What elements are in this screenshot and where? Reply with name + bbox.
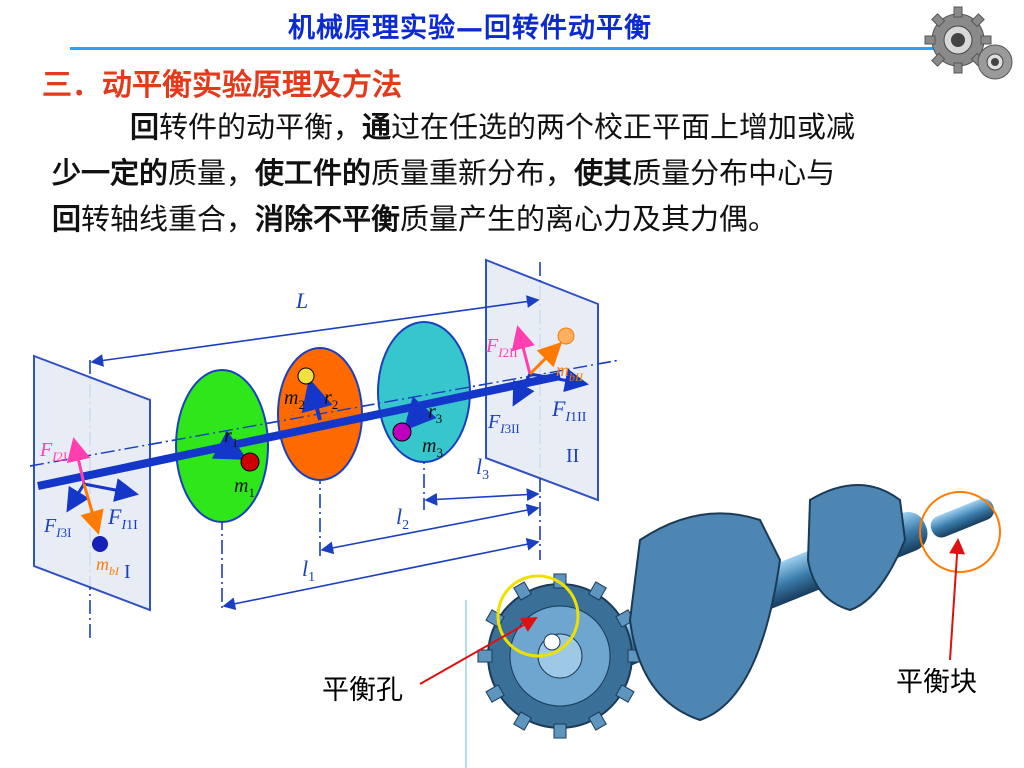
label-m3: m3	[422, 435, 443, 460]
label-F-I1I: FI1I	[107, 504, 138, 533]
crank-web-2	[806, 484, 907, 612]
label-l1: l1	[302, 556, 315, 585]
dim-l1	[222, 537, 540, 611]
label-l3: l3	[476, 454, 489, 483]
mass-m3	[392, 422, 412, 442]
r2-arrow	[301, 378, 333, 421]
paragraph-line-3: 回转轴线重合，消除不平衡质量产生的离心力及其力偶。	[52, 202, 778, 236]
r1-arrow	[211, 430, 248, 460]
paragraph-line-2: 少一定的质量，使工件的质量重新分布，使其质量分布中心与	[52, 156, 836, 190]
balance-block-label: 平衡块	[896, 667, 977, 698]
balance-block-ring	[919, 491, 1001, 573]
block-callout-arrow	[949, 538, 966, 661]
slide-header-title: 机械原理实验—回转件动平衡	[288, 13, 652, 44]
balance-hole-label: 平衡孔	[322, 675, 403, 706]
hole-callout-arrow	[419, 617, 538, 685]
label-m1: m1	[234, 475, 255, 500]
crankshaft-render	[477, 484, 1001, 739]
mass-m1	[240, 452, 260, 472]
principle-paragraph: 回转件的动平衡，通过在任选的两个校正平面上增加或减 少一定的质量，使工件的质量重…	[52, 104, 987, 242]
crank-web-1	[628, 512, 782, 722]
label-plane-II: II	[566, 445, 579, 467]
label-r2: r2	[324, 387, 338, 412]
label-r3: r3	[428, 401, 442, 426]
label-F-I2II: FI2II	[485, 335, 518, 360]
label-F-I1II: FI1II	[551, 396, 587, 425]
label-m-bII: mbII	[556, 360, 584, 384]
label-L: L	[295, 288, 308, 313]
label-m-bI: mbI	[96, 554, 120, 578]
dim-l3	[424, 488, 540, 506]
label-r1: r1	[224, 425, 238, 450]
correction-plane-I	[33, 354, 151, 612]
dim-l2	[320, 503, 540, 555]
paragraph-line-1: 回转件的动平衡，通过在任选的两个校正平面上增加或减	[130, 110, 856, 144]
label-F-I3I: FI3I	[43, 515, 71, 540]
label-F-I3II: FI3II	[487, 411, 520, 436]
label-F-I2I: FI2I	[39, 439, 67, 464]
header-rule	[70, 47, 940, 50]
mass-m2	[297, 367, 315, 385]
section-title: 三．动平衡实验原理及方法	[42, 68, 402, 103]
label-plane-I: I	[124, 561, 131, 583]
label-l2: l2	[396, 504, 409, 533]
r3-arrow	[403, 396, 437, 431]
balance-hole-ring	[496, 574, 580, 658]
label-m2: m2	[284, 387, 305, 412]
dim-L	[90, 295, 540, 367]
